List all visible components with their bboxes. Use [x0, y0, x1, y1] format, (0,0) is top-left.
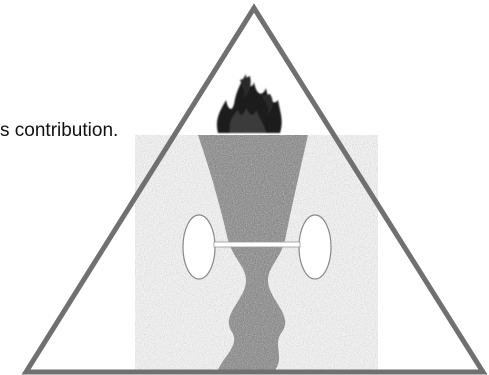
caption-text: s contribution. — [0, 118, 175, 144]
handle-bar — [214, 242, 300, 247]
right-handle — [299, 215, 331, 279]
flame-icon — [217, 74, 282, 133]
left-handle — [183, 215, 215, 279]
